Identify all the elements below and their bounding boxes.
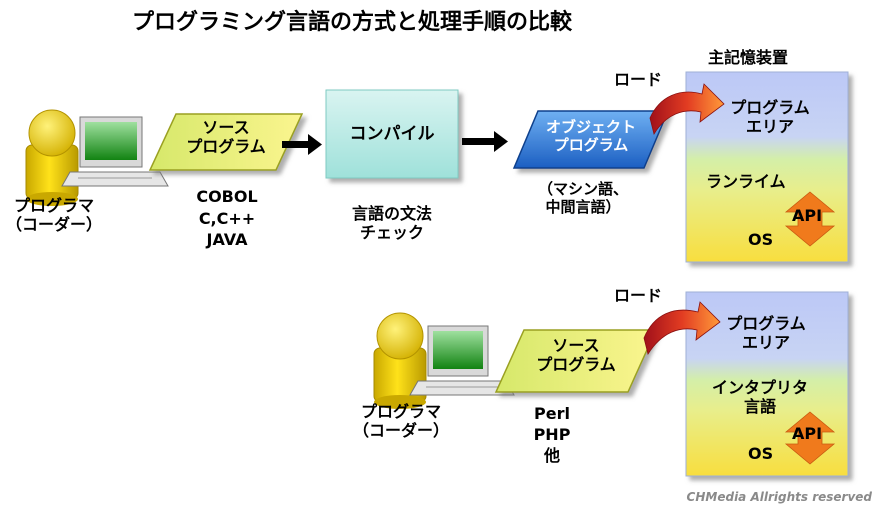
- api-arrow-top: [784, 191, 836, 247]
- programmer-label-bottom-line2: （コーダー）: [352, 421, 449, 441]
- programmer-label-top-line1: プログラマ: [13, 196, 94, 215]
- compile-box: [325, 89, 459, 179]
- compiler-language-list: COBOL C,C++ JAVA: [172, 186, 282, 251]
- language-java: JAVA: [206, 230, 248, 250]
- source-label-top-line1: ソース: [202, 118, 250, 137]
- memory-title: 主記憶装置: [708, 48, 789, 67]
- source-program-shape-bottom: [494, 329, 658, 393]
- program-area-top-line1: プログラム: [730, 98, 810, 117]
- language-c-cpp: C,C++: [198, 208, 256, 228]
- arrow-compile-to-object: [462, 131, 508, 152]
- source-program-shape-top: [148, 113, 304, 171]
- program-area-label-bottom: プログラム エリア: [702, 314, 830, 352]
- program-area-bottom-line1: プログラム: [726, 314, 806, 333]
- interpreter-label-line1: インタプリタ: [711, 378, 808, 397]
- compile-desc-line1: 言語の文法: [351, 204, 432, 223]
- language-perl: Perl: [534, 404, 570, 423]
- source-program-label-top: ソース プログラム: [156, 118, 296, 156]
- arrow-source-to-compile: [282, 134, 322, 155]
- language-other: 他: [543, 445, 560, 465]
- language-cobol: COBOL: [196, 187, 258, 206]
- interpreter-language-list: Perl PHP 他: [522, 404, 582, 466]
- program-area-label-top: プログラム エリア: [706, 98, 834, 136]
- programmer-label-bottom-line1: プログラマ: [360, 402, 441, 421]
- api-arrow-bottom: [784, 411, 836, 465]
- programmer-label-top: プログラマ （コーダー）: [2, 196, 106, 234]
- object-program-description: （マシン語、 中間言語）: [516, 180, 650, 216]
- language-php: PHP: [533, 424, 571, 444]
- source-program-label-bottom: ソース プログラム: [506, 336, 646, 374]
- object-label-line1: オブジェクト: [545, 118, 636, 136]
- runtime-label: ランライム: [706, 172, 786, 191]
- os-label-top: OS: [748, 230, 774, 249]
- load-label-top: ロード: [614, 70, 663, 89]
- programmer-figure-bottom: [373, 312, 427, 409]
- object-desc-line2: 中間言語）: [545, 198, 621, 216]
- object-desc-line1: （マシン語、: [537, 180, 628, 198]
- page-title: プログラミング言語の方式と処理手順の比較: [132, 10, 573, 35]
- interpreter-label: インタプリタ 言語: [696, 378, 824, 416]
- source-label-bottom-line2: プログラム: [536, 355, 616, 375]
- object-program-shape: [512, 110, 670, 169]
- programmer-label-bottom: プログラマ （コーダー）: [346, 402, 456, 440]
- source-label-bottom-line1: ソース: [552, 336, 600, 355]
- computer-icon-top: [61, 116, 169, 187]
- api-label-top: API: [792, 206, 823, 225]
- programmer-figure-top: [25, 109, 79, 206]
- load-arrow-bottom: [643, 301, 721, 355]
- os-label-bottom: OS: [748, 444, 774, 463]
- compile-desc-line2: チェック: [359, 223, 424, 243]
- load-arrow-top: [649, 83, 725, 136]
- source-label-top-line2: プログラム: [186, 137, 266, 157]
- object-program-label: オブジェクト プログラム: [516, 118, 666, 154]
- program-area-top-line2: エリア: [745, 117, 794, 137]
- object-label-line2: プログラム: [553, 136, 629, 154]
- compile-label: コンパイル: [349, 124, 435, 144]
- load-label-bottom: ロード: [614, 286, 663, 305]
- api-label-bottom: API: [792, 424, 823, 443]
- program-area-bottom-line2: エリア: [741, 333, 790, 353]
- computer-icon-bottom: [409, 325, 515, 396]
- interpreter-label-line2: 言語: [743, 397, 776, 417]
- programmer-label-top-line2: （コーダー）: [5, 215, 102, 235]
- compile-description: 言語の文法 チェック: [326, 204, 458, 242]
- copyright-notice: CHMedia Allrights reserved: [686, 490, 872, 504]
